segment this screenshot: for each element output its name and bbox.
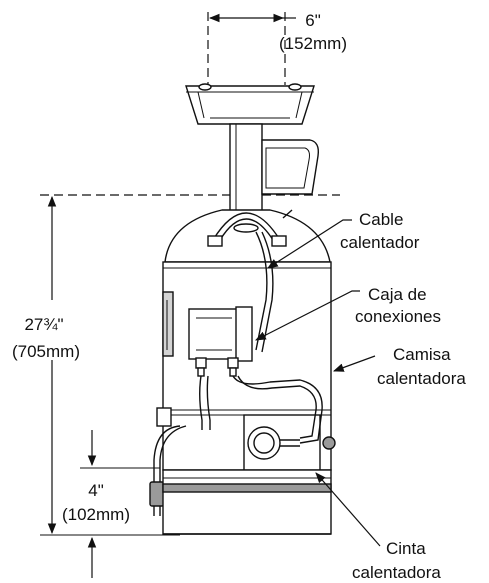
lifting-loop — [207, 209, 293, 247]
vessel — [156, 209, 332, 471]
width-inches-label: 6" — [305, 11, 321, 30]
heater-tape-label-line1: Cinta — [386, 539, 426, 558]
thermostat-knob — [247, 426, 336, 460]
width-mm-label: (152mm) — [279, 34, 347, 53]
height-mm-label: (705mm) — [12, 342, 80, 361]
bottom-mm-label: (102mm) — [62, 505, 130, 524]
side-handle — [261, 139, 320, 195]
heater-cable-label-line1: Cable — [359, 210, 403, 229]
stem — [229, 123, 263, 215]
heater-tape-band — [162, 469, 332, 535]
power-cords — [153, 375, 323, 482]
bottom-dimension — [80, 430, 160, 469]
heater-cable-label-line2: calentador — [340, 233, 420, 252]
junction-box-label-line1: Caja de — [368, 285, 427, 304]
bottom-inches-label: 4" — [88, 481, 104, 500]
power-plug — [149, 481, 165, 516]
height-dimension — [40, 194, 340, 578]
heater-tape-label-line2: calentadora — [352, 563, 441, 582]
callout-leaders — [255, 219, 381, 547]
junction-box-label-line2: conexiones — [355, 307, 441, 326]
mounting-head — [185, 83, 315, 125]
height-inches-label: 27¾" — [24, 315, 63, 334]
heater-jacket-label-line1: Camisa — [393, 345, 451, 364]
width-dimension — [207, 12, 296, 85]
heater-jacket-label-line2: calentadora — [377, 369, 466, 388]
junction-box — [188, 306, 253, 377]
